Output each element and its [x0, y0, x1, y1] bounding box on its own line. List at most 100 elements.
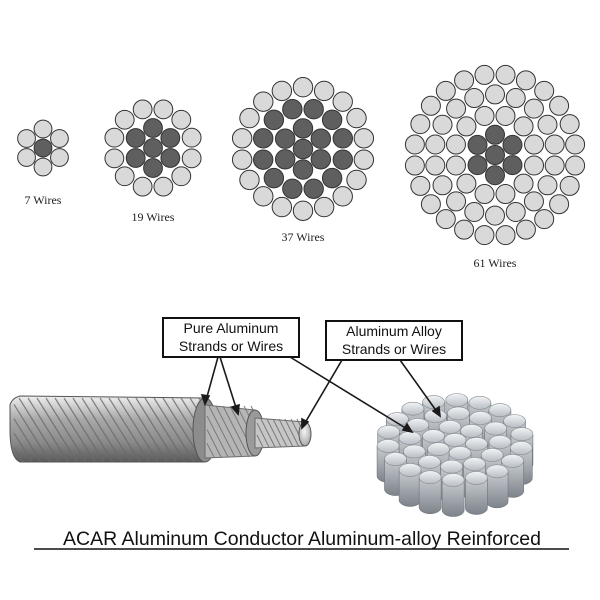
outer-wire [271, 80, 293, 102]
outer-wire [544, 134, 565, 155]
wire-37-diagram [231, 77, 375, 222]
outer-wire [410, 175, 431, 196]
callout-pure-aluminum-box [162, 317, 300, 358]
alloy-strand-cross-section [376, 393, 534, 517]
outer-wire [313, 80, 335, 102]
core-wire [292, 159, 314, 180]
outer-wire [534, 209, 555, 230]
wire-7-diagram [17, 119, 69, 177]
outer-wire [515, 219, 536, 240]
outer-wire [432, 175, 453, 196]
outer-wire [50, 148, 69, 167]
outer-wire [537, 175, 558, 196]
outer-wire [353, 128, 375, 149]
outer-wire [114, 166, 135, 187]
core-wire [282, 178, 303, 200]
callout-aluminum-alloy-line1: Aluminum Alloy [346, 323, 442, 339]
outer-wire [33, 157, 53, 177]
outer-wire [132, 99, 153, 120]
outer-wire [104, 127, 125, 148]
outer-wire [271, 196, 293, 218]
outer-wire [454, 70, 475, 91]
outer-wire [456, 173, 477, 194]
callout-aluminum-alloy-box [325, 320, 463, 361]
outer-wire [171, 166, 192, 187]
core-wire [125, 128, 146, 148]
outer-wire [446, 98, 467, 119]
outer-wire [153, 176, 174, 197]
outer-wire [523, 191, 544, 212]
core-wire [143, 118, 163, 138]
outer-wire [565, 155, 586, 176]
core-wire [310, 149, 332, 170]
outer-wire [446, 191, 467, 212]
wire-19-label: 19 Wires [132, 210, 175, 224]
outer-wire [464, 88, 485, 109]
callout-pure-aluminum-line2: Strands or Wires [179, 338, 283, 354]
outer-wire [559, 114, 580, 135]
outer-wire [474, 105, 495, 126]
core-wire [274, 128, 296, 149]
wire-19-diagram [104, 99, 202, 197]
outer-wire [404, 134, 425, 155]
wire-37-label: 37 Wires [282, 230, 325, 244]
outer-wire [239, 169, 260, 191]
core-wire [485, 165, 505, 186]
core-wire [467, 155, 488, 176]
core-wire [292, 118, 314, 139]
outer-wire [505, 88, 526, 109]
outer-wire [445, 134, 466, 155]
outer-wire [485, 84, 505, 105]
outer-wire [181, 148, 202, 169]
outer-wire [485, 205, 505, 226]
outer-wire [425, 155, 446, 176]
callout-aluminum-alloy-line2: Strands or Wires [342, 341, 446, 357]
core-wire [263, 109, 285, 131]
core-wire [282, 99, 303, 120]
outer-wire [505, 201, 526, 222]
core-wire [303, 99, 324, 120]
core-wire [253, 149, 274, 170]
callout-leader-lines [200, 356, 441, 434]
outer-wire [332, 186, 353, 207]
outer-wire [495, 105, 516, 126]
outer-wire [524, 134, 545, 155]
core-wire [321, 167, 343, 189]
core-wire [125, 148, 146, 168]
outer-wire [513, 116, 534, 137]
callout-pure-aluminum: Pure Aluminum Strands or Wires [162, 317, 300, 358]
outer-wire [425, 134, 446, 155]
outer-wire [153, 99, 174, 120]
outer-wire [33, 119, 53, 139]
outer-wire [515, 70, 536, 91]
outer-wire [565, 134, 586, 155]
outer-wire [410, 114, 431, 135]
core-wire [485, 145, 505, 165]
outer-wire [549, 194, 570, 215]
outer-wire [420, 95, 441, 116]
outer-wire [454, 219, 475, 240]
outer-wire [17, 129, 36, 148]
outer-wire [537, 114, 558, 135]
outer-wire [104, 148, 125, 169]
callout-aluminum-alloy: Aluminum Alloy Strands or Wires [325, 320, 463, 361]
outer-wire [445, 155, 466, 176]
outer-wire [17, 148, 36, 167]
core-wire [253, 128, 274, 149]
outer-wire [549, 95, 570, 116]
outer-wire [253, 186, 274, 207]
outer-wire [524, 155, 545, 176]
outer-wire [132, 176, 153, 197]
outer-wire [559, 175, 580, 196]
outer-wire [544, 155, 565, 176]
outer-wire [346, 169, 367, 191]
acar-cable-illustration [9, 395, 312, 463]
outer-wire [495, 184, 516, 205]
wire-7-label: 7 Wires [25, 193, 62, 207]
outer-wire [114, 109, 135, 130]
outer-wire [474, 64, 495, 85]
core-wire [467, 134, 488, 155]
outer-wire [231, 149, 253, 170]
